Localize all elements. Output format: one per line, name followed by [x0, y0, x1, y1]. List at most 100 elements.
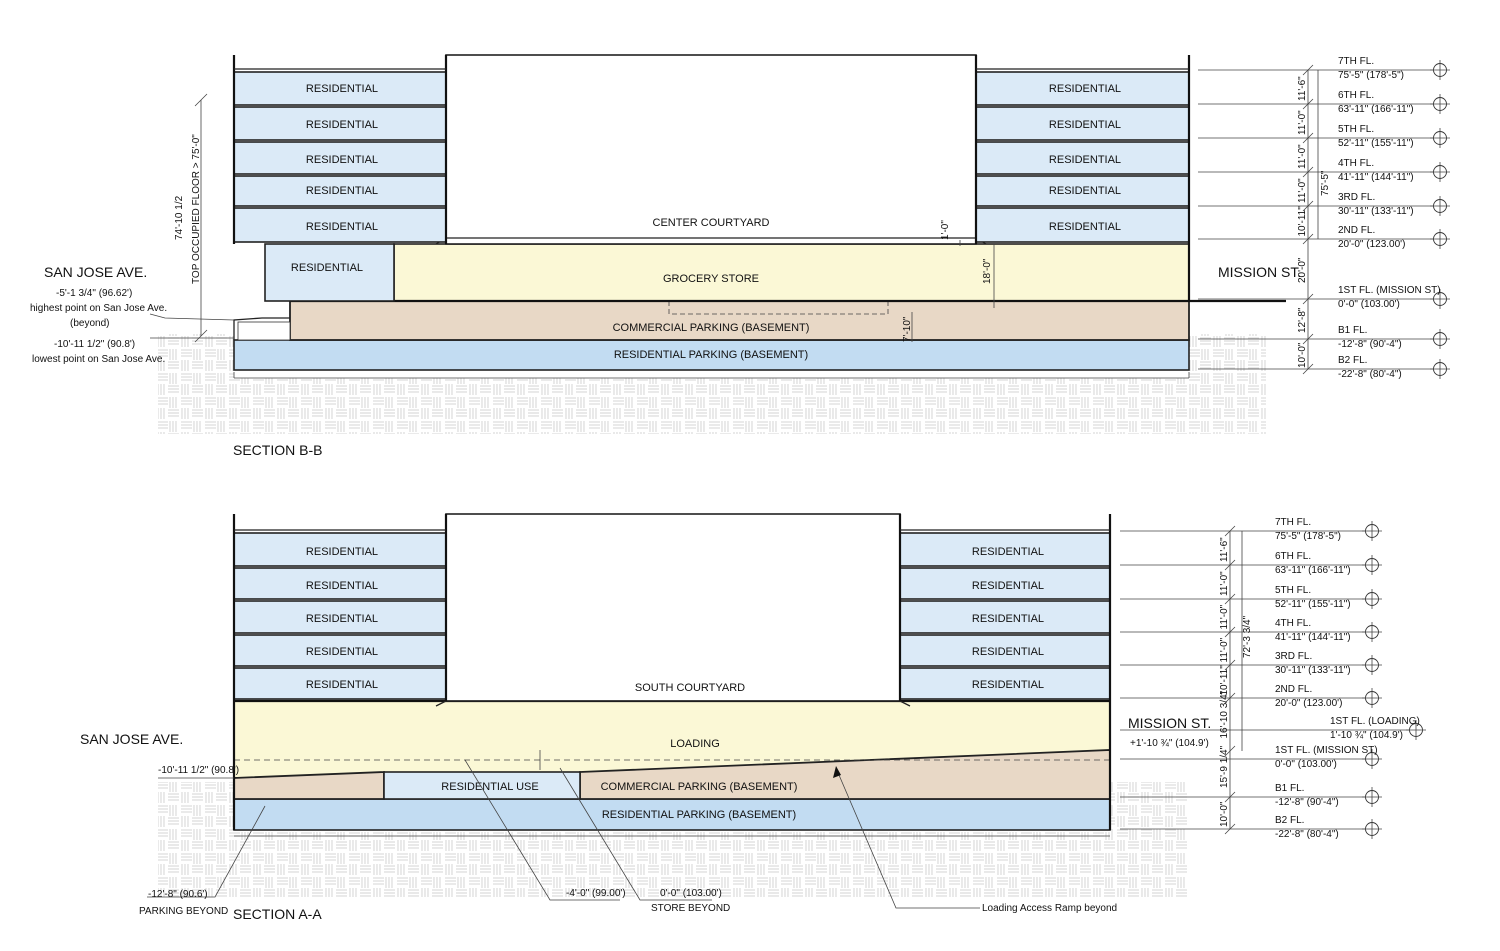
floor-dim-7: 12'-8" — [1297, 307, 1308, 333]
level-elev-7: 1'-10 ¾" (104.9') — [1330, 730, 1403, 741]
residential-label-left-3: RESIDENTIAL — [306, 613, 378, 625]
mission-st-label: MISSION ST. — [1218, 264, 1301, 280]
section-b-b-level-markers: 7TH FL.75'-5" (178'-5")6TH FL.63'-11" (1… — [1198, 56, 1450, 380]
residential-label-left-4: RESIDENTIAL — [306, 185, 378, 197]
residential-label-right-1: RESIDENTIAL — [972, 546, 1044, 558]
level-elev-7: 0'-0" (103.00') — [1338, 299, 1400, 310]
level-name-4: 4TH FL. — [1275, 618, 1311, 629]
residential-parking-label-aa: RESIDENTIAL PARKING (BASEMENT) — [602, 809, 796, 821]
store-elev: 0'-0" (103.00') — [660, 888, 722, 899]
san-jose-ave-label-aa: SAN JOSE AVE. — [80, 731, 183, 747]
section-b-b-title: SECTION B-B — [233, 442, 322, 458]
section-a-a: RESIDENTIAL PARKING (BASEMENT) LOADING R… — [80, 513, 1426, 922]
level-elev-8: 0'-0" (103.00') — [1275, 759, 1337, 770]
floor-dim-5: 10'-11" — [1219, 665, 1230, 696]
residential-use-block — [383, 771, 581, 800]
level-name-10: B2 FL. — [1275, 815, 1304, 826]
floor-dim-8: 10'-0" — [1297, 342, 1308, 368]
level-elev-1: 75'-5" (178'-5") — [1338, 70, 1404, 81]
floor-dim-1: 11'-6" — [1219, 537, 1230, 562]
residential-use-label: RESIDENTIAL USE — [441, 781, 538, 793]
level-elev-3: 52'-11" (155'-11") — [1275, 599, 1351, 610]
loading-label: LOADING — [670, 738, 720, 750]
residential-parking-band-aa — [233, 798, 1111, 831]
sj-elev-aa: -10'-11 1/2" (90.8') — [158, 765, 239, 776]
level-name-2: 6TH FL. — [1275, 551, 1311, 562]
level-name-6: 2ND FL. — [1338, 225, 1375, 236]
center-courtyard-label: CENTER COURTYARD — [653, 217, 770, 229]
residential-label-right-2: RESIDENTIAL — [972, 580, 1044, 592]
residential-label-right-1: RESIDENTIAL — [1049, 83, 1121, 95]
level-elev-3: 52'-11" (155'-11") — [1338, 138, 1414, 149]
floor-dim-8: 10'-0" — [1219, 801, 1230, 827]
commercial-parking-label-aa: COMMERCIAL PARKING (BASEMENT) — [601, 781, 798, 793]
overall-dim-aa: 72'-3 3/4" — [1242, 615, 1253, 658]
overall-dim: 75'-5" — [1320, 170, 1331, 196]
dim-18-0: 18'-0" — [982, 258, 993, 284]
floor-dim-2: 11'-0" — [1219, 571, 1230, 596]
sj-high-elev: -5'-1 3/4" (96.62') — [56, 288, 132, 299]
residential-label: RESIDENTIAL — [291, 262, 363, 274]
grocery-store-band — [393, 243, 1190, 302]
sj-low-elev: -10'-11 1/2" (90.8') — [54, 339, 135, 350]
residential-label-left-1: RESIDENTIAL — [306, 83, 378, 95]
residential-stack-left — [232, 55, 448, 244]
sj-high-beyond: (beyond) — [70, 318, 109, 329]
residential-label-right-2: RESIDENTIAL — [1049, 119, 1121, 131]
grocery-store-label: GROCERY STORE — [663, 273, 759, 285]
floor-dim-4: 11'-0" — [1297, 178, 1308, 203]
level-name-3: 5TH FL. — [1275, 585, 1311, 596]
residential-label-left-1: RESIDENTIAL — [306, 546, 378, 558]
residential-label-right-5: RESIDENTIAL — [1049, 221, 1121, 233]
residential-label-left-5: RESIDENTIAL — [306, 221, 378, 233]
level-elev-5: 30'-11" (133'-11") — [1338, 206, 1414, 217]
level-elev-2: 63'-11" (166'-11") — [1338, 104, 1414, 115]
section-a-a-title: SECTION A-A — [233, 906, 322, 922]
section-a-a-level-markers: 7TH FL.75'-5" (178'-5")6TH FL.63'-11" (1… — [1120, 517, 1426, 840]
south-courtyard — [445, 513, 901, 702]
level-elev-10: -22'-8" (80'-4") — [1275, 829, 1339, 840]
level-elev-4: 41'-11" (144'-11") — [1338, 172, 1414, 183]
dim-1-0: 1'-0" — [940, 220, 951, 240]
level-elev-2: 63'-11" (166'-11") — [1275, 565, 1351, 576]
level-elev-9: -12'-8" (90'-4") — [1275, 797, 1339, 808]
center-courtyard — [445, 54, 977, 245]
residential-lower-left — [264, 243, 395, 302]
top-dim-value: 74'-10 1/2 — [174, 195, 185, 240]
level-name-2: 6TH FL. — [1338, 90, 1374, 101]
floor-dim-6: 20'-0" — [1297, 257, 1308, 283]
residential-stack-right — [974, 55, 1191, 301]
residential-label-left-4: RESIDENTIAL — [306, 646, 378, 658]
residential-stack-right-aa — [898, 514, 1112, 830]
level-name-9: B2 FL. — [1338, 355, 1367, 366]
level-name-3: 5TH FL. — [1338, 124, 1374, 135]
parking-beyond-label: PARKING BEYOND — [139, 906, 228, 917]
level-name-6: 2ND FL. — [1275, 684, 1312, 695]
level-elev-6: 20'-0" (123.00') — [1275, 698, 1342, 709]
level-name-7: 1ST FL. (LOADING) — [1330, 716, 1420, 727]
sj-high-note: highest point on San Jose Ave. — [30, 303, 167, 314]
residential-parking-label: RESIDENTIAL PARKING (BASEMENT) — [614, 349, 808, 361]
level-elev-6: 20'-0" (123.00') — [1338, 239, 1405, 250]
level-name-1: 7TH FL. — [1275, 517, 1311, 528]
floor-dim-3: 11'-0" — [1219, 604, 1230, 629]
level-elev-8: -12'-8" (90'-4") — [1338, 339, 1402, 350]
floor-dim-5: 10'-11" — [1297, 206, 1308, 237]
residential-label-left-2: RESIDENTIAL — [306, 119, 378, 131]
top-occupied-floor-note: TOP OCCUPIED FLOOR > 75'-0" — [191, 134, 202, 284]
level-elev-9: -22'-8" (80'-4") — [1338, 369, 1402, 380]
floor-dim-3: 11'-0" — [1297, 144, 1308, 169]
parking-beyond-elev: -12'-8" (90.6') — [148, 889, 208, 900]
level-name-5: 3RD FL. — [1338, 192, 1375, 203]
residential-label-right-4: RESIDENTIAL — [972, 646, 1044, 658]
dim-7-10: 7'-10" — [902, 316, 913, 342]
level-elev-4: 41'-11" (144'-11") — [1275, 632, 1351, 643]
mission-elev-aa: +1'-10 ¾" (104.9') — [1130, 738, 1209, 749]
residential-label-right-4: RESIDENTIAL — [1049, 185, 1121, 197]
level-name-9: B1 FL. — [1275, 783, 1304, 794]
sj-low-note: lowest point on San Jose Ave. — [32, 354, 165, 365]
floor-dim-6: 16'-10 3/4" — [1219, 690, 1230, 738]
floor-dim-7: 15'-9 1/4" — [1219, 745, 1230, 788]
